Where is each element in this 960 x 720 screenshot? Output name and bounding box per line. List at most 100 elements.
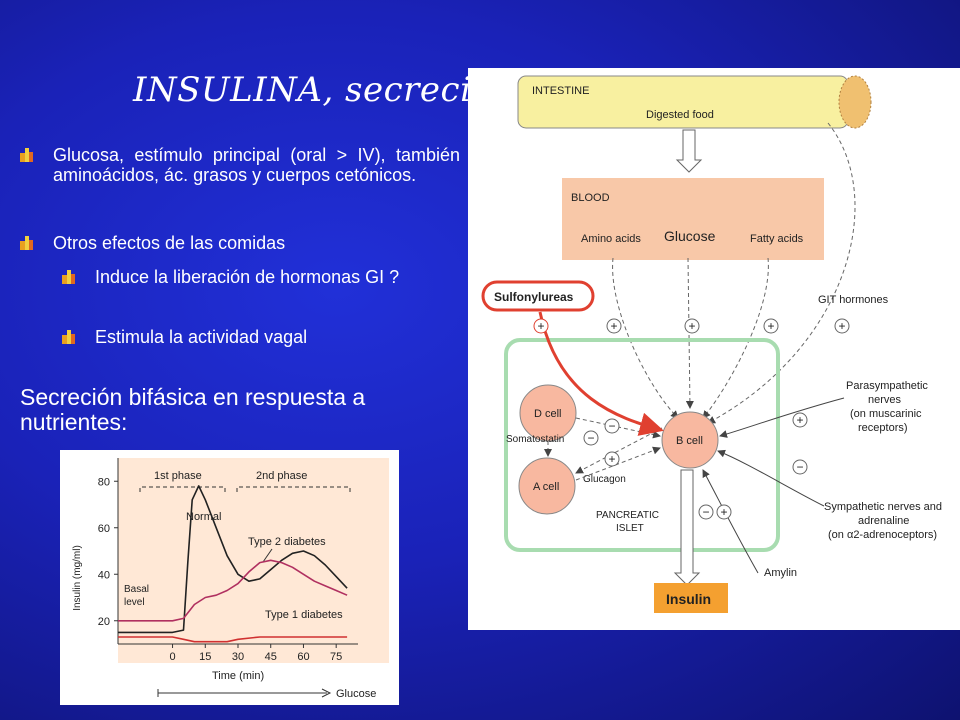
sympathetic-line1: Sympathetic nerves and [824,501,942,513]
type1-label: Type 1 diabetes [265,609,343,621]
secretion-diagram: INTESTINE Digested food BLOOD Amino acid… [481,75,942,613]
a-cell [518,457,576,515]
minus-sign: − [587,431,594,445]
plus-marker [684,318,700,334]
y-axis-label: Insulin (mg/ml) [72,545,83,611]
level-label: level [124,597,145,608]
absorption-arrow [675,129,703,173]
bullet-icon [62,270,76,284]
islet-label: ISLET [616,523,644,534]
phase1-label: 1st phase [154,470,202,482]
minus-marker [583,430,599,446]
sympathetic-line2: adrenaline [858,515,909,527]
bullet-text: Estimula la actividad vagal [95,327,308,347]
x-tick-label: 0 [169,651,175,663]
plus-marker [834,318,850,334]
x-tick-label: 60 [297,651,309,663]
parasympathetic-arrow [719,397,845,438]
bullet-text: Otros efectos de las comidas [53,233,286,253]
bullet-icon [20,148,34,162]
x-tick-label: 15 [199,651,211,663]
amino-acids-label: Amino acids [581,233,641,245]
intestine-end [838,75,872,129]
phase1-bracket [139,486,226,492]
sulfonylureas-label: Sulfonylureas [494,290,574,304]
plus-marker [716,504,732,520]
amylin-arrow [702,469,759,574]
series-group [118,485,348,643]
plus-sign: + [720,505,727,519]
basal-label: Basal [124,584,149,595]
glucose-bar-arrow [321,688,332,698]
series-line-type-1-diabetes [118,636,348,643]
blood-box [562,178,824,260]
minus-sign: − [796,460,803,474]
plus-marker [533,318,549,334]
parasympathetic-line2: nerves [868,394,902,406]
phase2-label: 2nd phase [256,470,307,482]
bullet-item: Otros efectos de las comidas [20,233,460,253]
git-hormones-label: GIT hormones [818,294,889,306]
b-cell [661,411,719,469]
plus-marker [763,318,779,334]
somatostatin-label: Somatostatin [506,434,564,445]
plus-marker [792,412,808,428]
sub-bullet-item: Induce la liberación de hormonas GI ? [62,267,460,287]
x-axis-label: Time (min) [212,670,264,682]
plus-sign: + [608,452,615,466]
y-tick-label: 60 [98,523,110,535]
x-tick-label: 45 [265,651,277,663]
sympathetic-line3: (on α2-adrenoceptors) [828,529,937,541]
sympathetic-arrow [717,449,825,507]
plus-sign: + [838,319,845,333]
git-arrow [707,122,856,424]
x-tick-label: 30 [232,651,244,663]
type2-label: Type 2 diabetes [248,536,326,548]
plus-sign: + [767,319,774,333]
minus-marker [792,459,808,475]
intestine-label: INTESTINE [532,85,589,97]
plus-marker [606,318,622,334]
sub-bullet-item: Estimula la actividad vagal [62,327,460,347]
parasympathetic-line4: receptors) [858,422,908,434]
minus-marker [698,504,714,520]
sulfonylureas-arrow [538,311,664,436]
bullet-text: Induce la liberación de hormonas GI ? [95,267,400,287]
plus-sign: + [796,413,803,427]
diagram-panel: INTESTINE Digested food BLOOD Amino acid… [468,68,960,630]
type2-pointer [262,548,273,563]
plus-sign: + [537,319,544,333]
glucagon-label: Glucagon [583,474,626,485]
digested-food-label: Digested food [646,109,714,121]
plus-sign: + [688,319,695,333]
minus-sign: − [702,505,709,519]
subheading: Secreción bifásica en respuesta a nutrie… [20,384,366,435]
plot-area [118,458,389,663]
parasympathetic-line1: Parasympathetic [846,380,928,392]
plus-sign: + [610,319,617,333]
bullet-item: Glucosa, estímulo principal (oral > IV),… [20,145,460,185]
pancreatic-label: PANCREATIC [596,510,659,521]
minus-sign: − [608,419,615,433]
series-line-type-2-diabetes [118,559,348,622]
b-cell-label: B cell [676,435,703,447]
y-tick-label: 40 [98,569,110,581]
glucose-blood-label: Glucose [664,228,716,244]
parasympathetic-line3: (on muscarinic [850,408,922,420]
blood-label: BLOOD [571,192,610,204]
sulfonylureas-box [481,280,595,312]
pancreatic-islet [504,338,780,552]
slide-title: INSULINA, secreción [133,70,515,110]
insulin-box [654,583,728,613]
fatty-acids-label: Fatty acids [750,233,804,245]
bullet-icon [62,330,76,344]
plus-marker [604,451,620,467]
bullet-icon [20,236,34,250]
a-cell-label: A cell [533,481,559,493]
bullet-text: Glucosa, estímulo principal (oral > IV),… [53,145,460,185]
y-tick-label: 80 [98,476,110,488]
